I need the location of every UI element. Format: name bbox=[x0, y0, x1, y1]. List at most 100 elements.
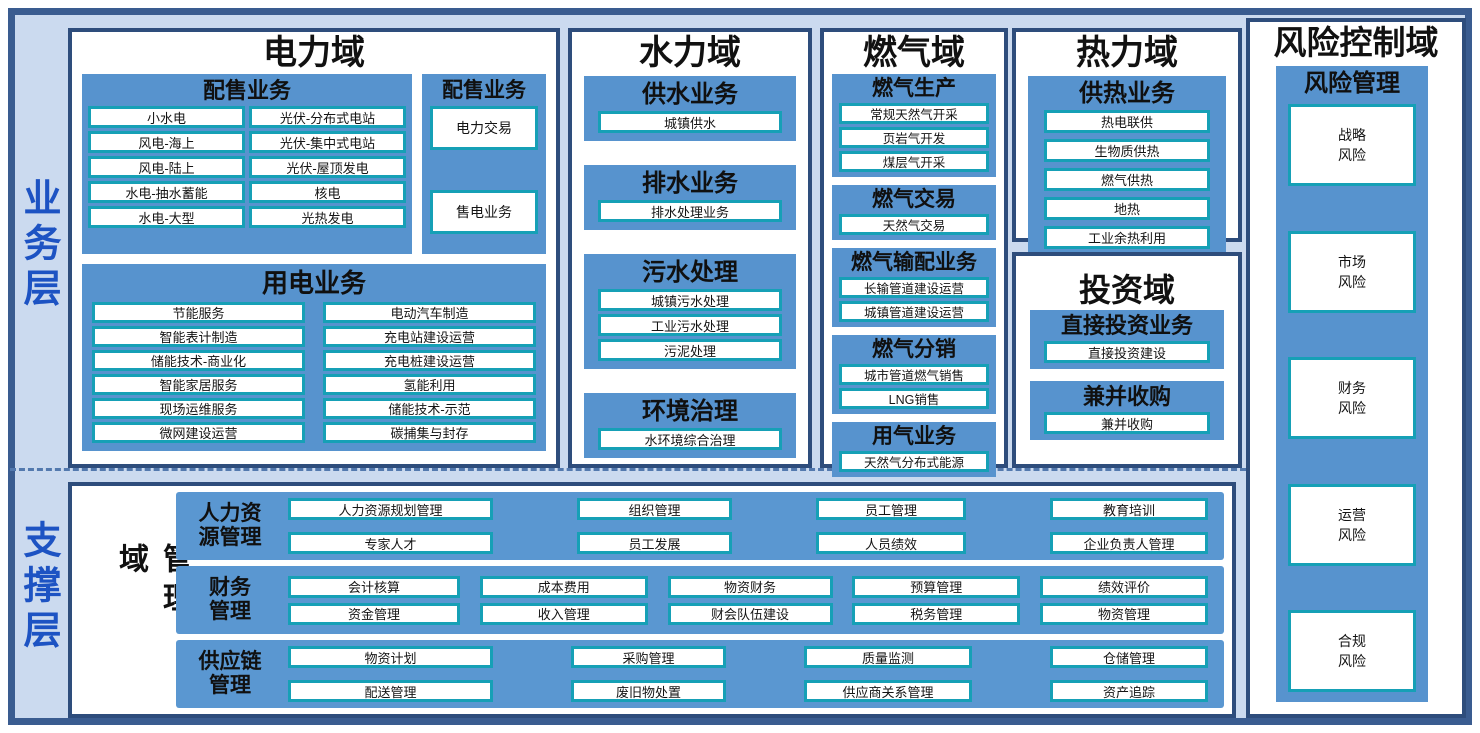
item-box: 城市管道燃气销售 bbox=[839, 364, 989, 385]
section-water-environment: 环境治理 水环境综合治理 bbox=[584, 393, 796, 458]
section-direct-investment: 直接投资业务 直接投资建设 bbox=[1030, 310, 1224, 369]
item-box: 员工发展 bbox=[577, 532, 732, 554]
section-header: 配售业务 bbox=[442, 79, 526, 102]
item-pair: 组织管理 员工发展 bbox=[577, 498, 732, 554]
power-usage-grid: 节能服务智能表计制造储能技术-商业化智能家居服务现场运维服务微网建设运营 电动汽… bbox=[92, 302, 536, 443]
section-power-dist-left: 配售业务 小水电风电-海上风电-陆上水电-抽水蓄能水电-大型 光伏-分布式电站光… bbox=[82, 74, 412, 254]
domain-power: 电力域 配售业务 小水电风电-海上风电-陆上水电-抽水蓄能水电-大型 光伏-分布… bbox=[68, 28, 560, 468]
domain-heat: 热力域 供热业务 热电联供生物质供热燃气供热地热工业余热利用 bbox=[1012, 28, 1242, 257]
item-box: 水电-大型 bbox=[88, 206, 245, 228]
item-box: 储能技术-示范 bbox=[323, 398, 536, 419]
item-box: 燃气供热 bbox=[1044, 168, 1210, 191]
domain-risk-control: 风险控制域 风险管理 战略 风险市场 风险财务 风险运营 风险合规 风险 bbox=[1246, 18, 1466, 718]
domain-investment-title: 投资域 bbox=[1078, 272, 1175, 308]
row-columns: 会计核算 资金管理 成本费用 收入管理 物资财务 财会队伍建设 bbox=[276, 575, 1208, 625]
management-rows: 人力资 源管理 人力资源规划管理 专家人才 组织管理 员工发展 bbox=[176, 492, 1224, 714]
item-box: 人员绩效 bbox=[816, 532, 966, 554]
item-box: 员工管理 bbox=[816, 498, 966, 520]
section-items: 天然气交易 bbox=[839, 214, 989, 235]
section-header: 污水处理 bbox=[642, 259, 738, 286]
item-box: 城镇管道建设运营 bbox=[839, 301, 989, 322]
item-box: 天然气交易 bbox=[839, 214, 989, 235]
item-box: 财会队伍建设 bbox=[667, 602, 833, 625]
section-items: 水环境综合治理 bbox=[598, 428, 782, 450]
management-row-supply-chain: 供应链 管理 物资计划 配送管理 采购管理 废旧物处置 bbox=[176, 640, 1224, 708]
power-dist-grid: 小水电风电-海上风电-陆上水电-抽水蓄能水电-大型 光伏-分布式电站光伏-集中式… bbox=[88, 106, 406, 228]
item-box: 组织管理 bbox=[577, 498, 732, 520]
section-items: 排水处理业务 bbox=[598, 200, 782, 222]
domain-water-title: 水力域 bbox=[639, 34, 741, 72]
item-box: 光伏-分布式电站 bbox=[249, 106, 406, 128]
section-gas-usage: 用气业务 天然气分布式能源 bbox=[832, 422, 996, 477]
section-heat-supply: 供热业务 热电联供生物质供热燃气供热地热工业余热利用 bbox=[1028, 76, 1226, 257]
item-box: 充电站建设运营 bbox=[323, 326, 536, 347]
row-columns: 人力资源规划管理 专家人才 组织管理 员工发展 员工管理 人员绩效 bbox=[276, 498, 1208, 554]
item-box: 人力资源规划管理 bbox=[288, 498, 493, 520]
item-box: 采购管理 bbox=[571, 646, 726, 668]
risk-item-box: 财务 风险 bbox=[1288, 357, 1416, 439]
section-power-usage: 用电业务 节能服务智能表计制造储能技术-商业化智能家居服务现场运维服务微网建设运… bbox=[82, 264, 546, 451]
power-dist-col2: 光伏-分布式电站光伏-集中式电站光伏-屋顶发电核电光热发电 bbox=[249, 106, 406, 228]
item-box: LNG销售 bbox=[839, 388, 989, 409]
item-box: 资产追踪 bbox=[1050, 680, 1208, 702]
domain-power-title: 电力域 bbox=[263, 34, 365, 72]
section-items: 热电联供生物质供热燃气供热地热工业余热利用 bbox=[1044, 110, 1210, 249]
item-box: 税务管理 bbox=[852, 602, 1021, 625]
item-box: 收入管理 bbox=[479, 602, 648, 625]
section-header: 燃气分销 bbox=[872, 338, 956, 361]
item-box: 热电联供 bbox=[1044, 110, 1210, 133]
item-box: 质量监测 bbox=[804, 646, 972, 668]
support-layer-label: 支撑层 bbox=[17, 520, 59, 655]
item-pair: 成本费用 收入管理 bbox=[479, 575, 648, 625]
item-box: 废旧物处置 bbox=[571, 680, 726, 702]
section-header: 用电业务 bbox=[261, 268, 366, 298]
power-dist-col1: 小水电风电-海上风电-陆上水电-抽水蓄能水电-大型 bbox=[88, 106, 245, 228]
domain-management: 管理域 人力资 源管理 人力资源规划管理 专家人才 组织管理 员工发展 bbox=[68, 482, 1236, 718]
row-label: 财务 管理 bbox=[209, 576, 251, 623]
section-water-sewage: 污水处理 城镇污水处理工业污水处理污泥处理 bbox=[584, 254, 796, 369]
section-items: 常规天然气开采页岩气开发煤层气开采 bbox=[839, 103, 989, 172]
item-box: 长输管道建设运营 bbox=[839, 277, 989, 298]
section-header: 供水业务 bbox=[642, 81, 738, 108]
item-box: 城镇污水处理 bbox=[598, 289, 782, 311]
item-pair: 采购管理 废旧物处置 bbox=[571, 646, 726, 702]
section-header: 燃气交易 bbox=[872, 188, 956, 211]
item-box: 教育培训 bbox=[1050, 498, 1208, 520]
risk-item-box: 运营 风险 bbox=[1288, 483, 1416, 566]
item-box: 仓储管理 bbox=[1050, 646, 1208, 668]
item-box: 物资计划 bbox=[288, 646, 493, 668]
section-water-drainage: 排水业务 排水处理业务 bbox=[584, 165, 796, 230]
section-header: 燃气生产 bbox=[872, 77, 956, 100]
item-box: 页岩气开发 bbox=[839, 127, 989, 148]
section-header: 风险管理 bbox=[1304, 70, 1400, 97]
section-gas-trading: 燃气交易 天然气交易 bbox=[832, 185, 996, 240]
item-pair: 员工管理 人员绩效 bbox=[816, 498, 966, 554]
item-box: 排水处理业务 bbox=[598, 200, 782, 222]
section-header: 排水业务 bbox=[642, 170, 738, 197]
management-row-hr: 人力资 源管理 人力资源规划管理 专家人才 组织管理 员工发展 bbox=[176, 492, 1224, 560]
section-items: 天然气分布式能源 bbox=[839, 451, 989, 472]
item-box: 水环境综合治理 bbox=[598, 428, 782, 450]
section-header: 配售业务 bbox=[202, 78, 291, 103]
item-box: 地热 bbox=[1044, 197, 1210, 220]
risk-item-box: 战略 风险 bbox=[1288, 104, 1416, 186]
item-box: 资金管理 bbox=[288, 602, 460, 625]
item-box: 物资管理 bbox=[1040, 602, 1208, 625]
management-row-finance: 财务 管理 会计核算 资金管理 成本费用 收入管理 bbox=[176, 566, 1224, 634]
item-box: 直接投资建设 bbox=[1044, 341, 1210, 363]
section-items: 城镇供水 bbox=[598, 111, 782, 133]
item-box: 光伏-屋顶发电 bbox=[249, 156, 406, 178]
domain-water: 水力域 供水业务 城镇供水 排水业务 排水处理业务 污水处理 城镇污水处理工业污… bbox=[568, 28, 812, 468]
item-box: 售电业务 bbox=[430, 190, 538, 234]
section-merger-acquisition: 兼并收购 兼并收购 bbox=[1030, 381, 1224, 440]
item-box: 煤层气开采 bbox=[839, 151, 989, 172]
section-items: 直接投资建设 bbox=[1044, 341, 1210, 363]
item-box: 节能服务 bbox=[92, 302, 305, 323]
section-header: 环境治理 bbox=[642, 398, 738, 425]
item-box: 工业污水处理 bbox=[598, 314, 782, 336]
item-box: 生物质供热 bbox=[1044, 139, 1210, 162]
item-box: 电动汽车制造 bbox=[323, 302, 536, 323]
item-pair: 仓储管理 资产追踪 bbox=[1050, 646, 1208, 702]
item-pair: 物资财务 财会队伍建设 bbox=[667, 575, 833, 625]
